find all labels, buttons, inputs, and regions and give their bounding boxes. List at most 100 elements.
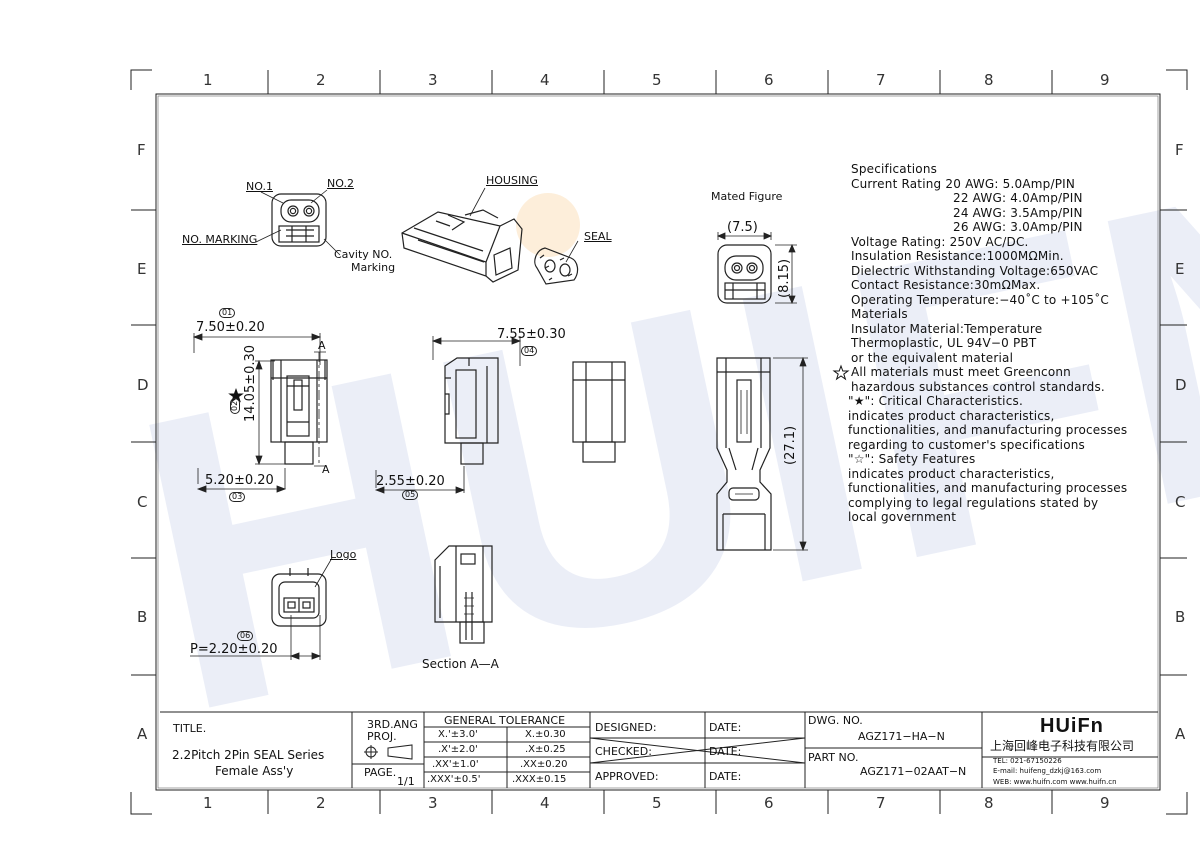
company-logo: HUiFn — [1040, 715, 1104, 737]
zone-col-7: 7 — [876, 794, 886, 812]
spec-line: local government — [848, 510, 957, 524]
company-web: WEB: www.huifn.com www.huifn.cn — [993, 778, 1117, 786]
zone-col-7: 7 — [876, 71, 886, 89]
spec-line: "★": Critical Characteristics. — [848, 394, 1023, 408]
section-aa — [434, 545, 493, 644]
zone-row-f: F — [137, 141, 146, 159]
zone-col-5: 5 — [652, 794, 662, 812]
dim-03-value: 5.20±0.20 — [205, 473, 274, 488]
spec-line: Contact Resistance:30mΩMax. — [851, 278, 1041, 292]
mated-side-dims — [773, 356, 808, 552]
zone-row-f: F — [1175, 141, 1184, 159]
company-email: E-mail: huifeng_dzkj@163.com — [993, 767, 1102, 775]
zone-row-e: E — [137, 260, 147, 278]
label-no-marking: NO. MARKING — [182, 233, 258, 246]
spec-line: 24 AWG: 3.5Amp/PIN — [953, 205, 1083, 220]
spec-line: Dielectric Withstanding Voltage:650VAC — [851, 263, 1099, 278]
dim-02-tag: 02 — [230, 397, 240, 414]
end-view — [572, 361, 626, 463]
label-no1: NO.1 — [246, 180, 273, 193]
title-line1: 2.2Pitch 2Pin SEAL Series — [172, 748, 325, 762]
spec-line: indicates product characteristics, — [848, 466, 1055, 481]
projection-line1: 3RD.ANG — [367, 718, 418, 731]
side-view-dims — [192, 333, 326, 493]
part-no-value: AGZ171−02AAT−N — [860, 765, 967, 778]
zone-col-5: 5 — [652, 71, 662, 89]
dim-06-tag: 06 — [237, 631, 254, 641]
page-label: PAGE. — [364, 766, 397, 779]
tolerance-header: GENERAL TOLERANCE — [444, 714, 566, 727]
label-no2: NO.2 — [327, 177, 354, 190]
specifications-block: Specifications Current Rating 20 AWG: 5.… — [848, 162, 1128, 525]
tolerance-cell: .XX'±1.0' — [432, 759, 479, 770]
safety-star-icon — [832, 364, 850, 381]
spec-line: 22 AWG: 4.0Amp/PIN — [953, 191, 1083, 205]
spec-line: Materials — [851, 307, 908, 321]
company-name: 上海回峰电子科技有限公司 — [990, 739, 1135, 753]
date-label: DATE: — [709, 745, 742, 758]
zone-row-d: D — [137, 376, 149, 394]
dwg-no-value: AGZ171−HA−N — [858, 730, 945, 743]
tolerance-cell: .XX±0.20 — [520, 759, 568, 770]
front-view-bottom — [271, 557, 333, 627]
zone-col-1: 1 — [203, 794, 213, 812]
zone-row-a: A — [1175, 725, 1186, 743]
section-mark-top: A — [318, 339, 326, 352]
tolerance-cell: .XXX'±0.5' — [427, 774, 481, 785]
seal-isometric — [534, 240, 579, 285]
housing-isometric — [401, 187, 523, 283]
spec-line: 26 AWG: 3.0Amp/PIN — [953, 220, 1083, 234]
label-seal: SEAL — [584, 230, 612, 243]
spec-line: complying to legal regulations stated by — [848, 495, 1099, 510]
dim-05-value: 2.55±0.20 — [376, 474, 445, 489]
zone-col-3: 3 — [428, 71, 438, 89]
page-value: 1/1 — [397, 775, 415, 788]
zone-row-c: C — [137, 493, 148, 511]
label-section-aa: Section A—A — [422, 657, 499, 671]
dim-04-value: 7.55±0.30 — [497, 327, 566, 342]
label-logo: Logo — [330, 548, 357, 561]
side-view — [270, 359, 328, 465]
zone-col-4: 4 — [540, 71, 550, 89]
tolerance-cell: .X'±2.0' — [438, 744, 478, 755]
critical-star-icon — [228, 388, 244, 403]
dwg-no-label: DWG. NO. — [808, 714, 863, 727]
zone-row-c: C — [1175, 493, 1186, 511]
zone-col-8: 8 — [984, 794, 994, 812]
zone-col-2: 2 — [316, 794, 326, 812]
center-dims — [374, 336, 522, 494]
label-marking: Marking — [351, 261, 396, 274]
mated-front-dims — [716, 232, 797, 305]
spec-line: "☆": Safety Features — [848, 452, 976, 466]
mated-side-view — [716, 357, 772, 551]
dim-01-value: 7.50±0.20 — [196, 320, 265, 335]
center-side-view — [444, 357, 499, 465]
zone-col-6: 6 — [764, 71, 774, 89]
approved-label: APPROVED: — [595, 770, 659, 783]
dim-mated-length: (27.1) — [783, 425, 798, 465]
zone-row-e: E — [1175, 260, 1185, 278]
dim-01-tag: 01 — [219, 308, 236, 318]
zone-row-b: B — [137, 608, 148, 626]
front-bottom-dims — [190, 615, 322, 660]
label-cavity-no: Cavity NO. — [334, 248, 393, 261]
tolerance-cell: .XXX±0.15 — [512, 774, 567, 785]
spec-line: functionalities, and manufacturing proce… — [848, 423, 1128, 437]
zone-col-3: 3 — [428, 794, 438, 812]
spec-line: Voltage Rating: 250V AC/DC. — [851, 234, 1029, 249]
zone-col-6: 6 — [764, 794, 774, 812]
front-view-top — [255, 189, 341, 256]
date-label: DATE: — [709, 770, 742, 783]
dim-02-value: 14.05±0.30 — [243, 344, 258, 422]
spec-line: All materials must meet Greenconn — [851, 365, 1071, 379]
spec-line: Operating Temperature:−40˚C to +105˚C — [851, 292, 1109, 307]
label-housing: HOUSING — [486, 174, 538, 187]
dim-03-tag: 03 — [229, 492, 246, 502]
spec-line: hazardous substances control standards. — [851, 379, 1105, 394]
projection-line2: PROJ. — [367, 730, 397, 743]
dim-06-value: P=2.20±0.20 — [190, 642, 278, 657]
spec-line: functionalities, and manufacturing proce… — [848, 481, 1128, 495]
zone-col-1: 1 — [203, 71, 213, 89]
mated-front-view — [717, 244, 772, 304]
tolerance-cell: .X±0.25 — [525, 744, 566, 755]
